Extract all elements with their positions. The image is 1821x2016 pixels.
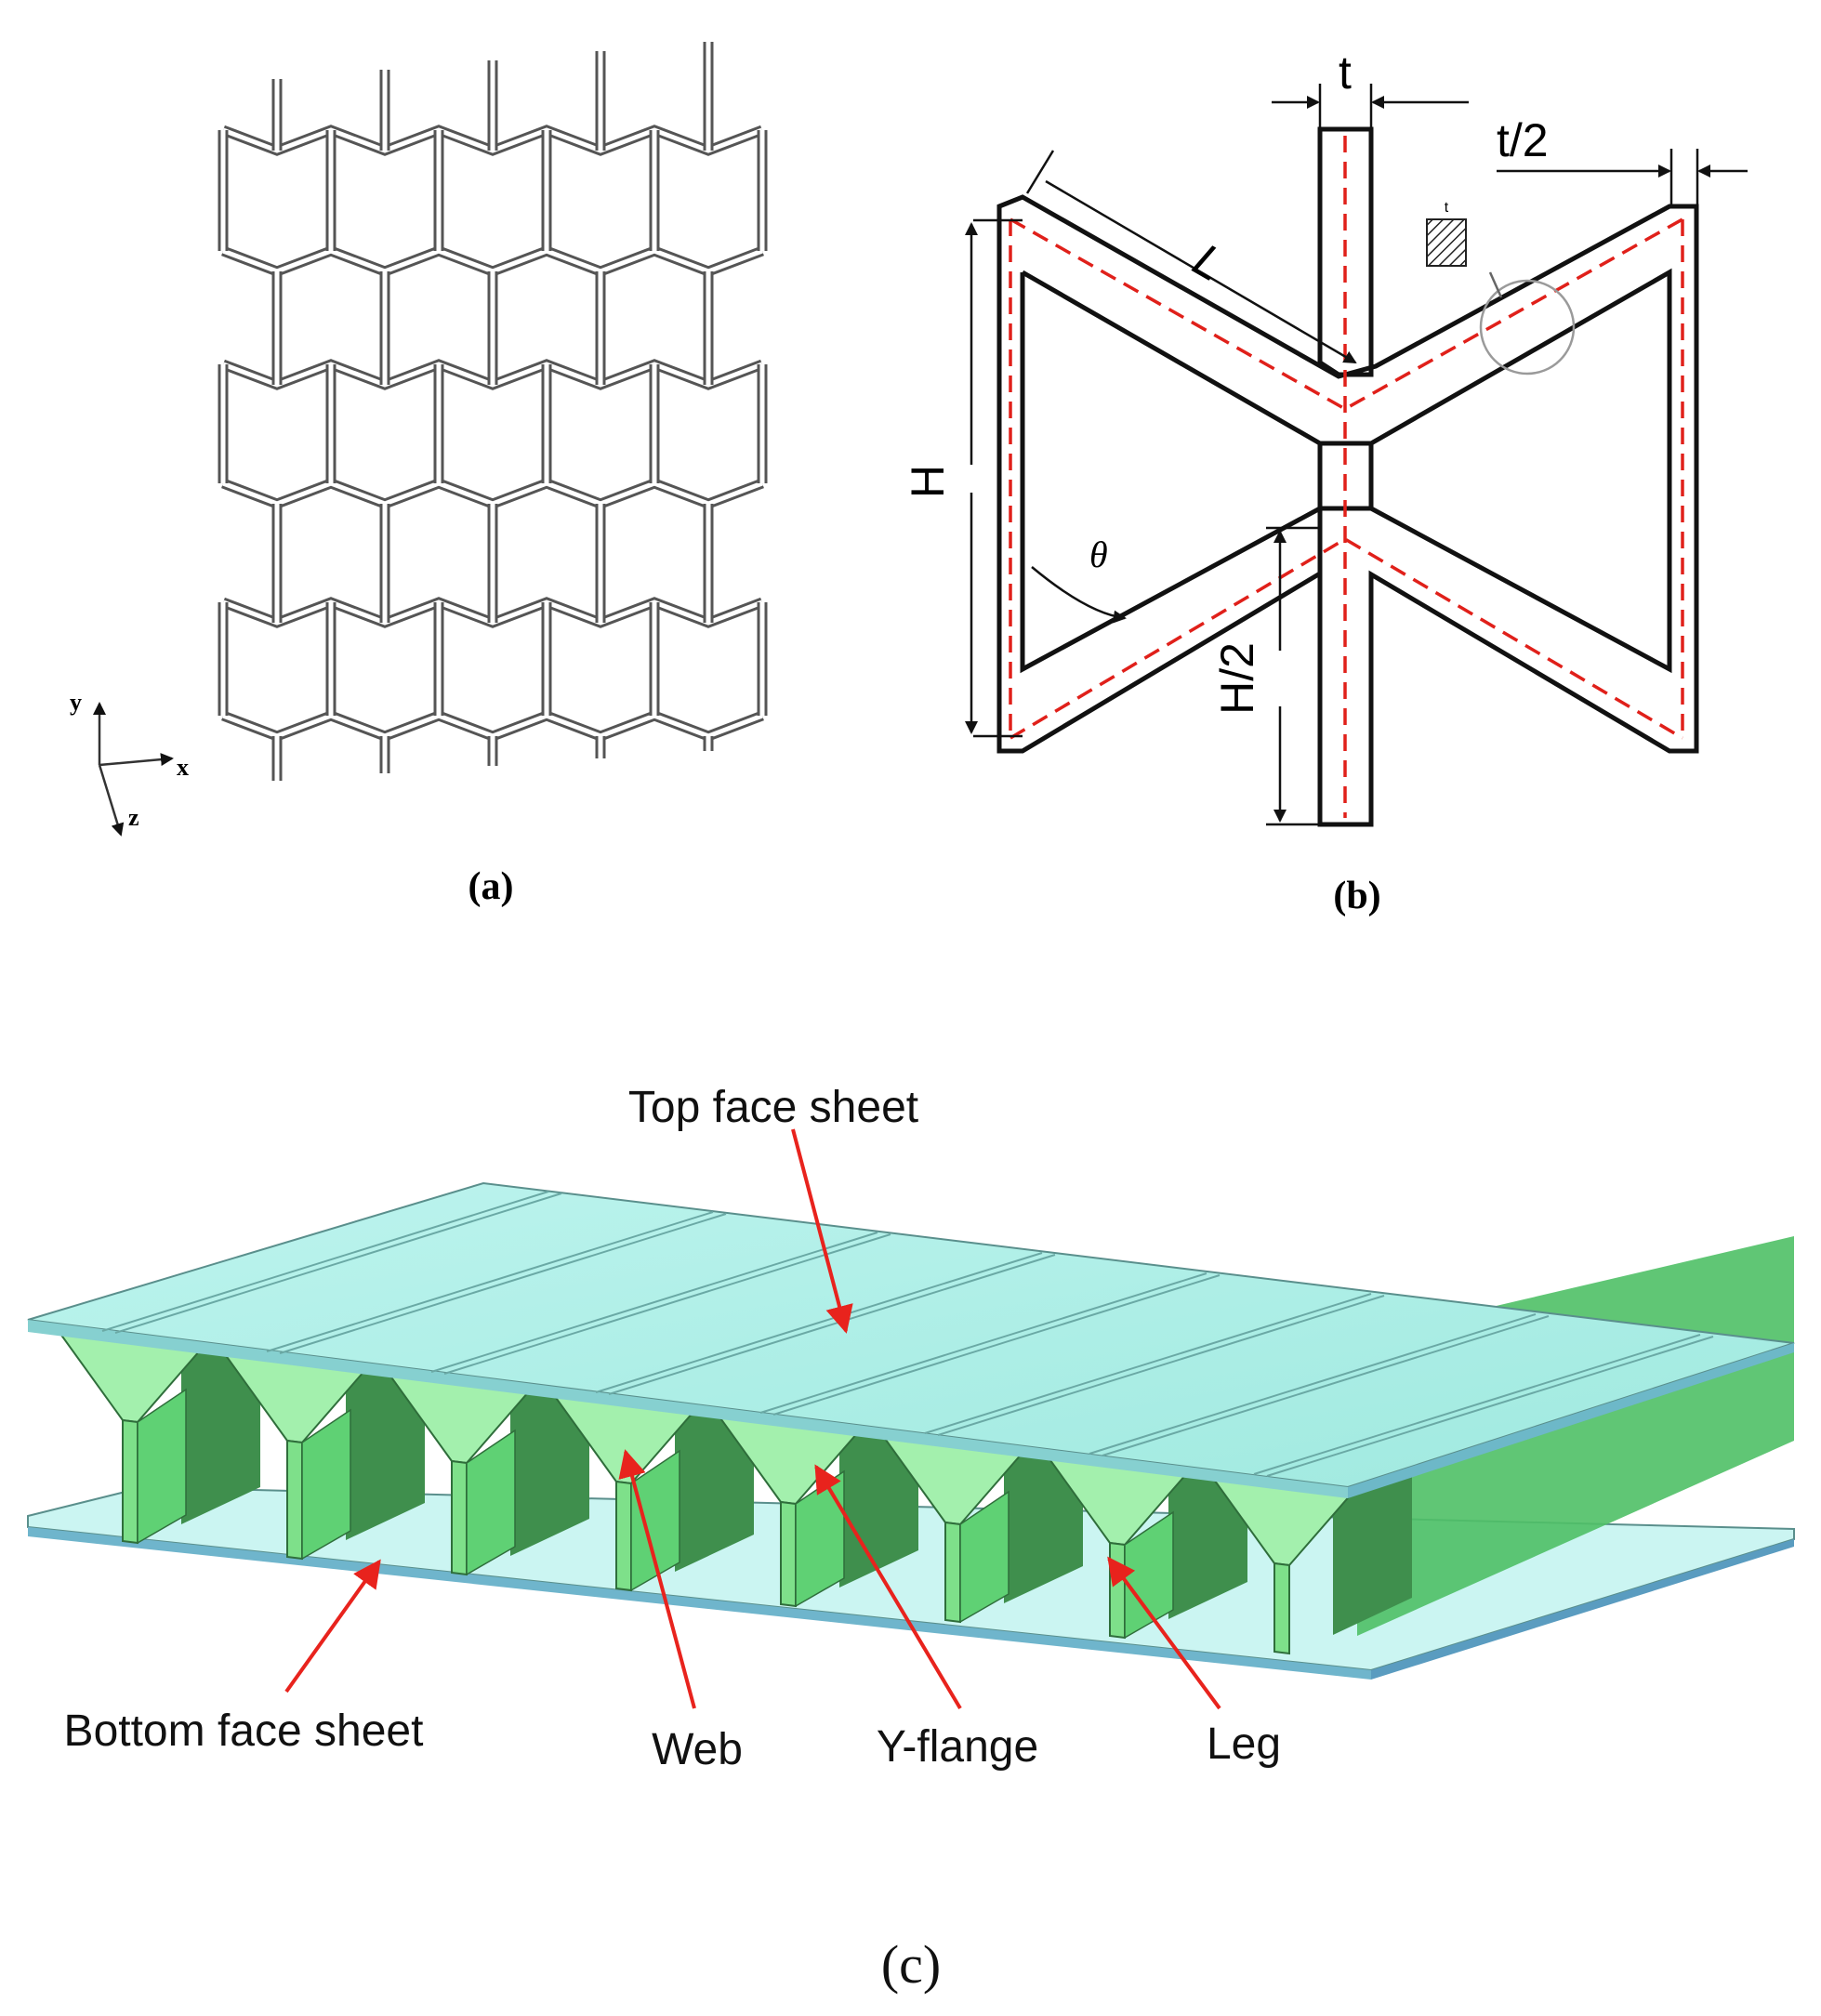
- sandwich-panel: [27, 1181, 1795, 1680]
- web: [780, 1500, 797, 1608]
- dim-H-label: H: [902, 465, 954, 498]
- top-sheet-ridges: [101, 1191, 1714, 1477]
- x-axis-label: x: [177, 754, 189, 781]
- web: [122, 1418, 139, 1545]
- label-bottom-face-sheet: Bottom face sheet: [64, 1706, 424, 1756]
- dim-t-label: t: [1339, 46, 1352, 99]
- z-axis-label: z: [128, 804, 139, 831]
- web: [944, 1521, 961, 1624]
- centerline-dashes: [1009, 136, 1684, 818]
- web: [615, 1480, 632, 1592]
- caption-c: (c): [881, 1934, 941, 1995]
- web: [451, 1459, 468, 1576]
- leg: [959, 1490, 1009, 1624]
- dim-t-half-label: t/2: [1497, 114, 1549, 166]
- theta-label: θ: [1089, 534, 1108, 575]
- cross-section-inset: [1426, 218, 1467, 267]
- leg: [466, 1429, 516, 1576]
- leg: [630, 1449, 680, 1592]
- web: [1273, 1561, 1290, 1655]
- axis-triad: [93, 702, 174, 837]
- caption-a: (a): [468, 865, 514, 908]
- leg: [137, 1388, 187, 1545]
- inset-t-label: t: [1445, 200, 1449, 216]
- y-axis-label: y: [70, 689, 82, 716]
- dimension-lines: [965, 84, 1748, 826]
- core-row: [58, 1324, 1412, 1655]
- caption-b: (b): [1333, 875, 1380, 917]
- annotation-arrows: [284, 1128, 1221, 1710]
- web: [1109, 1541, 1126, 1640]
- label-web: Web: [652, 1725, 743, 1774]
- label-leg: Leg: [1207, 1720, 1281, 1769]
- label-y-flange: Y-flange: [877, 1722, 1038, 1772]
- re-entrant-lattice: [218, 42, 768, 781]
- leg: [301, 1408, 351, 1561]
- top-face-edge: [28, 1320, 1348, 1498]
- dim-L-label: L: [1185, 233, 1234, 291]
- unit-cell: [996, 126, 1699, 827]
- leg: [1124, 1510, 1174, 1640]
- web-side: [1333, 1468, 1412, 1635]
- label-top-face-sheet: Top face sheet: [628, 1083, 918, 1132]
- web: [286, 1439, 303, 1561]
- dim-H-half-label: H/2: [1211, 642, 1263, 715]
